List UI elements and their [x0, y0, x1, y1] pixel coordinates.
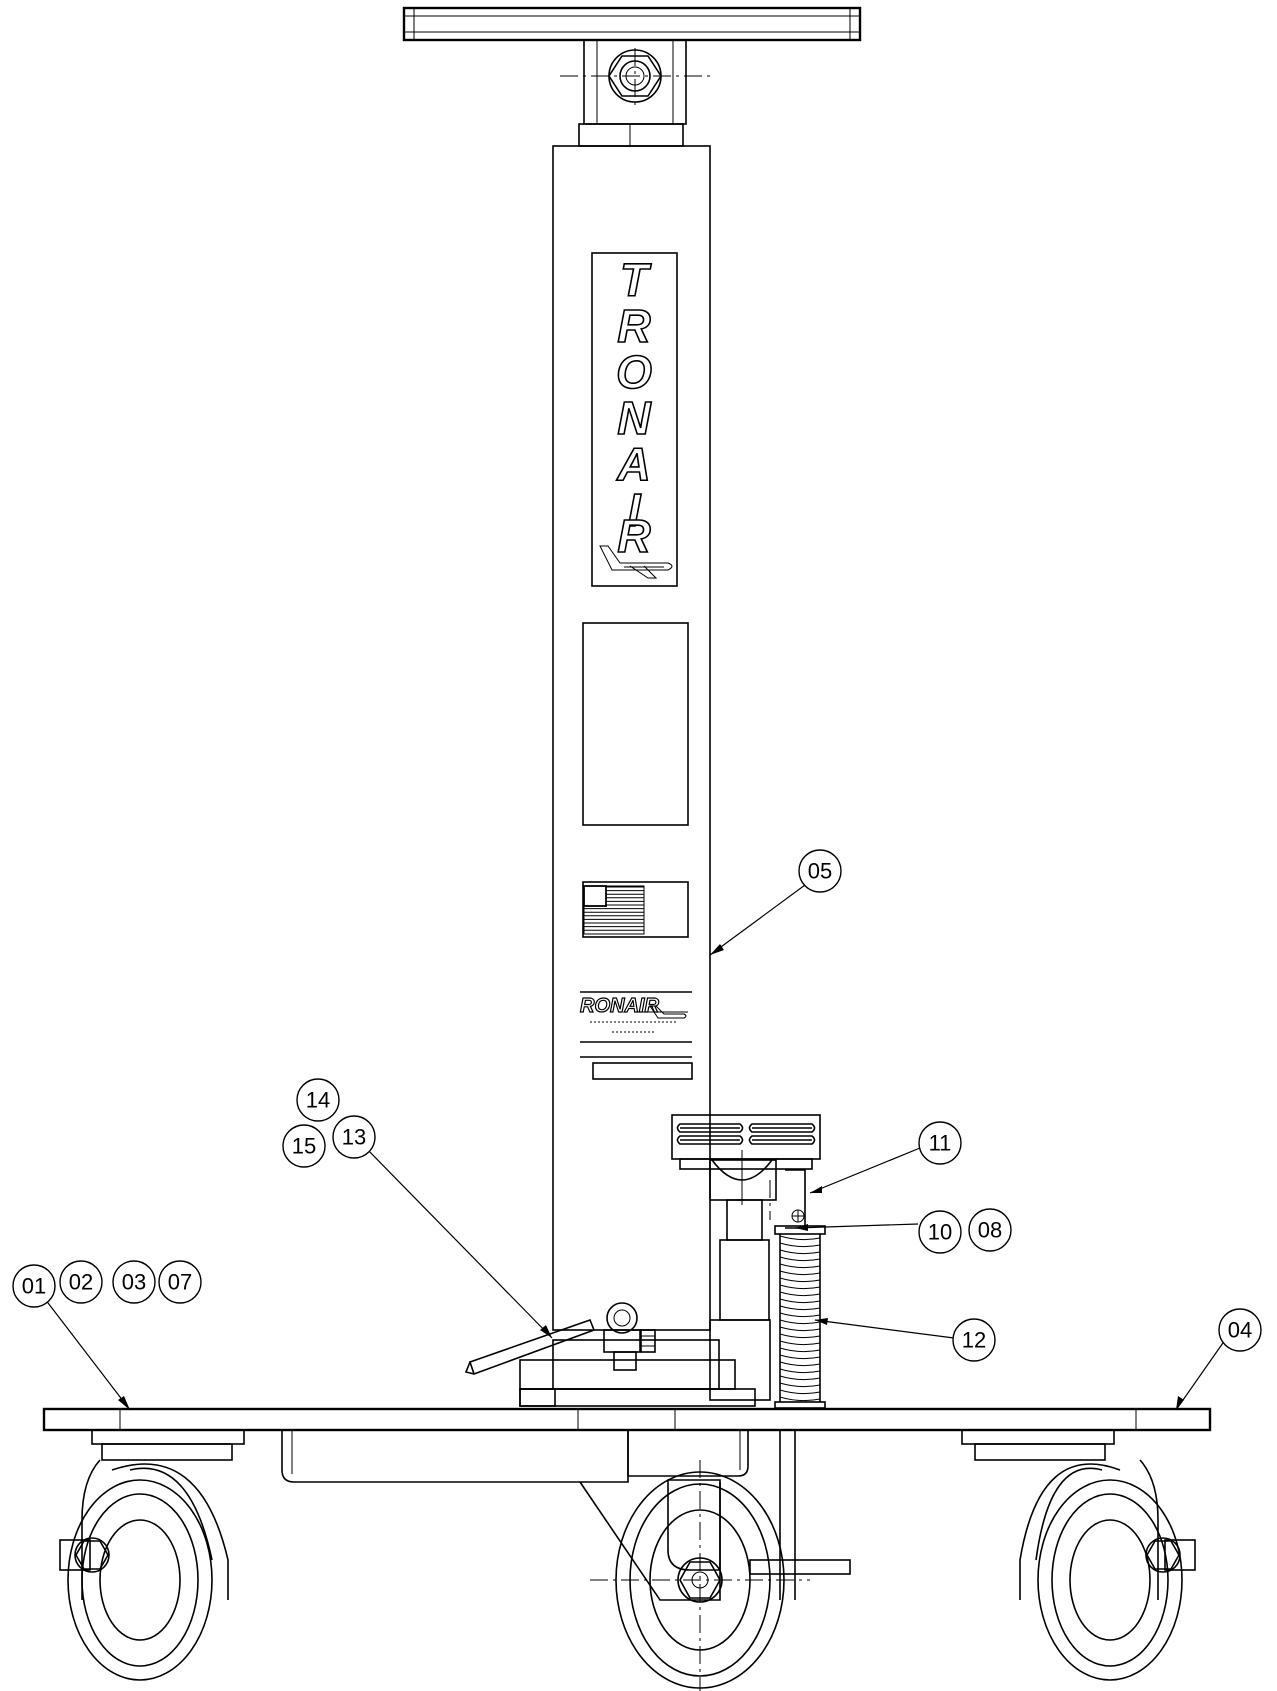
spring-coil — [779, 1242, 821, 1248]
svg-text:07: 07 — [168, 1270, 192, 1295]
base-plate — [42, 1407, 1212, 1432]
balloon-10: 10 — [918, 1210, 962, 1254]
screw-cap-handwheel — [671, 1114, 821, 1170]
right-caster — [961, 1429, 1196, 1681]
svg-text:12: 12 — [962, 1328, 986, 1353]
balloon-12: 12 — [952, 1318, 996, 1362]
spring-coil — [779, 1298, 821, 1304]
tronair-vertical-decal: T R O N A I R — [591, 252, 678, 587]
decal-letter-t: T — [620, 254, 652, 306]
balloon-04: 04 — [1218, 1308, 1262, 1352]
svg-text:14: 14 — [306, 1088, 330, 1113]
center-caster — [590, 1460, 810, 1691]
spring-coil — [779, 1291, 821, 1297]
svg-text:03: 03 — [122, 1270, 146, 1295]
balloon-08: 08 — [968, 1208, 1012, 1252]
decal-letter-n: N — [617, 392, 651, 444]
spring-coil — [779, 1249, 821, 1255]
balloon-11: 11 — [918, 1121, 962, 1165]
spring-coil — [779, 1347, 821, 1353]
decal-letter-r2: R — [617, 510, 650, 562]
spring-coil — [779, 1263, 821, 1269]
reservoir-tank — [281, 1430, 749, 1483]
spring-coil — [779, 1277, 821, 1283]
pump-spring-assembly — [769, 1169, 826, 1409]
decal-letter-o: O — [616, 346, 652, 398]
ronair-nameplate: RONAIR — [579, 991, 693, 1080]
release-valve-handle — [464, 1302, 656, 1376]
svg-text:08: 08 — [978, 1218, 1002, 1243]
spring-coil — [779, 1284, 821, 1290]
spring-coil — [779, 1396, 821, 1402]
nameplate-logo: RONAIR — [580, 995, 659, 1017]
leader-lines — [44, 884, 1226, 1411]
spring-coil — [779, 1326, 821, 1332]
spring-coil — [779, 1256, 821, 1262]
balloon-01: 01 — [12, 1264, 56, 1308]
spring-coil — [779, 1270, 821, 1276]
svg-text:10: 10 — [928, 1220, 952, 1245]
leader-arrowheads — [118, 944, 1184, 1410]
decal-letter-i: I — [628, 484, 642, 536]
spring-coil — [779, 1312, 821, 1318]
blank-label-plate — [582, 622, 689, 826]
balloon-15: 15 — [282, 1124, 326, 1168]
svg-text:13: 13 — [342, 1125, 366, 1150]
decal-letter-r: R — [617, 300, 650, 352]
balloon-02: 02 — [59, 1260, 103, 1304]
spring-coil — [779, 1333, 821, 1339]
swivel-head — [560, 39, 710, 147]
svg-text:04: 04 — [1228, 1318, 1252, 1343]
svg-text:02: 02 — [69, 1270, 93, 1295]
us-flag-decal — [582, 881, 689, 938]
balloon-05: 05 — [798, 849, 842, 893]
balloon-07: 07 — [158, 1260, 202, 1304]
spring-coil — [779, 1340, 821, 1346]
balloon-13: 13 — [332, 1115, 376, 1159]
spring-coil — [779, 1354, 821, 1360]
spring-coil — [779, 1375, 821, 1381]
pump-base-block — [519, 1339, 756, 1407]
center-leg-strut — [579, 1430, 851, 1601]
spring-coil — [779, 1389, 821, 1395]
hydraulic-ram — [709, 1150, 777, 1401]
spring-coil — [779, 1382, 821, 1388]
spring-coil — [779, 1305, 821, 1311]
svg-text:01: 01 — [22, 1274, 46, 1299]
spring-coil — [779, 1368, 821, 1374]
spring-coil — [779, 1319, 821, 1325]
spring-coil — [779, 1235, 821, 1241]
svg-text:05: 05 — [808, 859, 832, 884]
svg-text:11: 11 — [929, 1131, 952, 1156]
balloon-03: 03 — [112, 1260, 156, 1304]
decal-letter-a: A — [616, 438, 650, 490]
top-saddle-pad — [402, 6, 862, 42]
balloon-14: 14 — [296, 1078, 340, 1122]
spring-coil — [779, 1361, 821, 1367]
left-caster — [59, 1429, 245, 1681]
svg-text:15: 15 — [292, 1134, 316, 1159]
airplane-icon — [599, 545, 673, 579]
